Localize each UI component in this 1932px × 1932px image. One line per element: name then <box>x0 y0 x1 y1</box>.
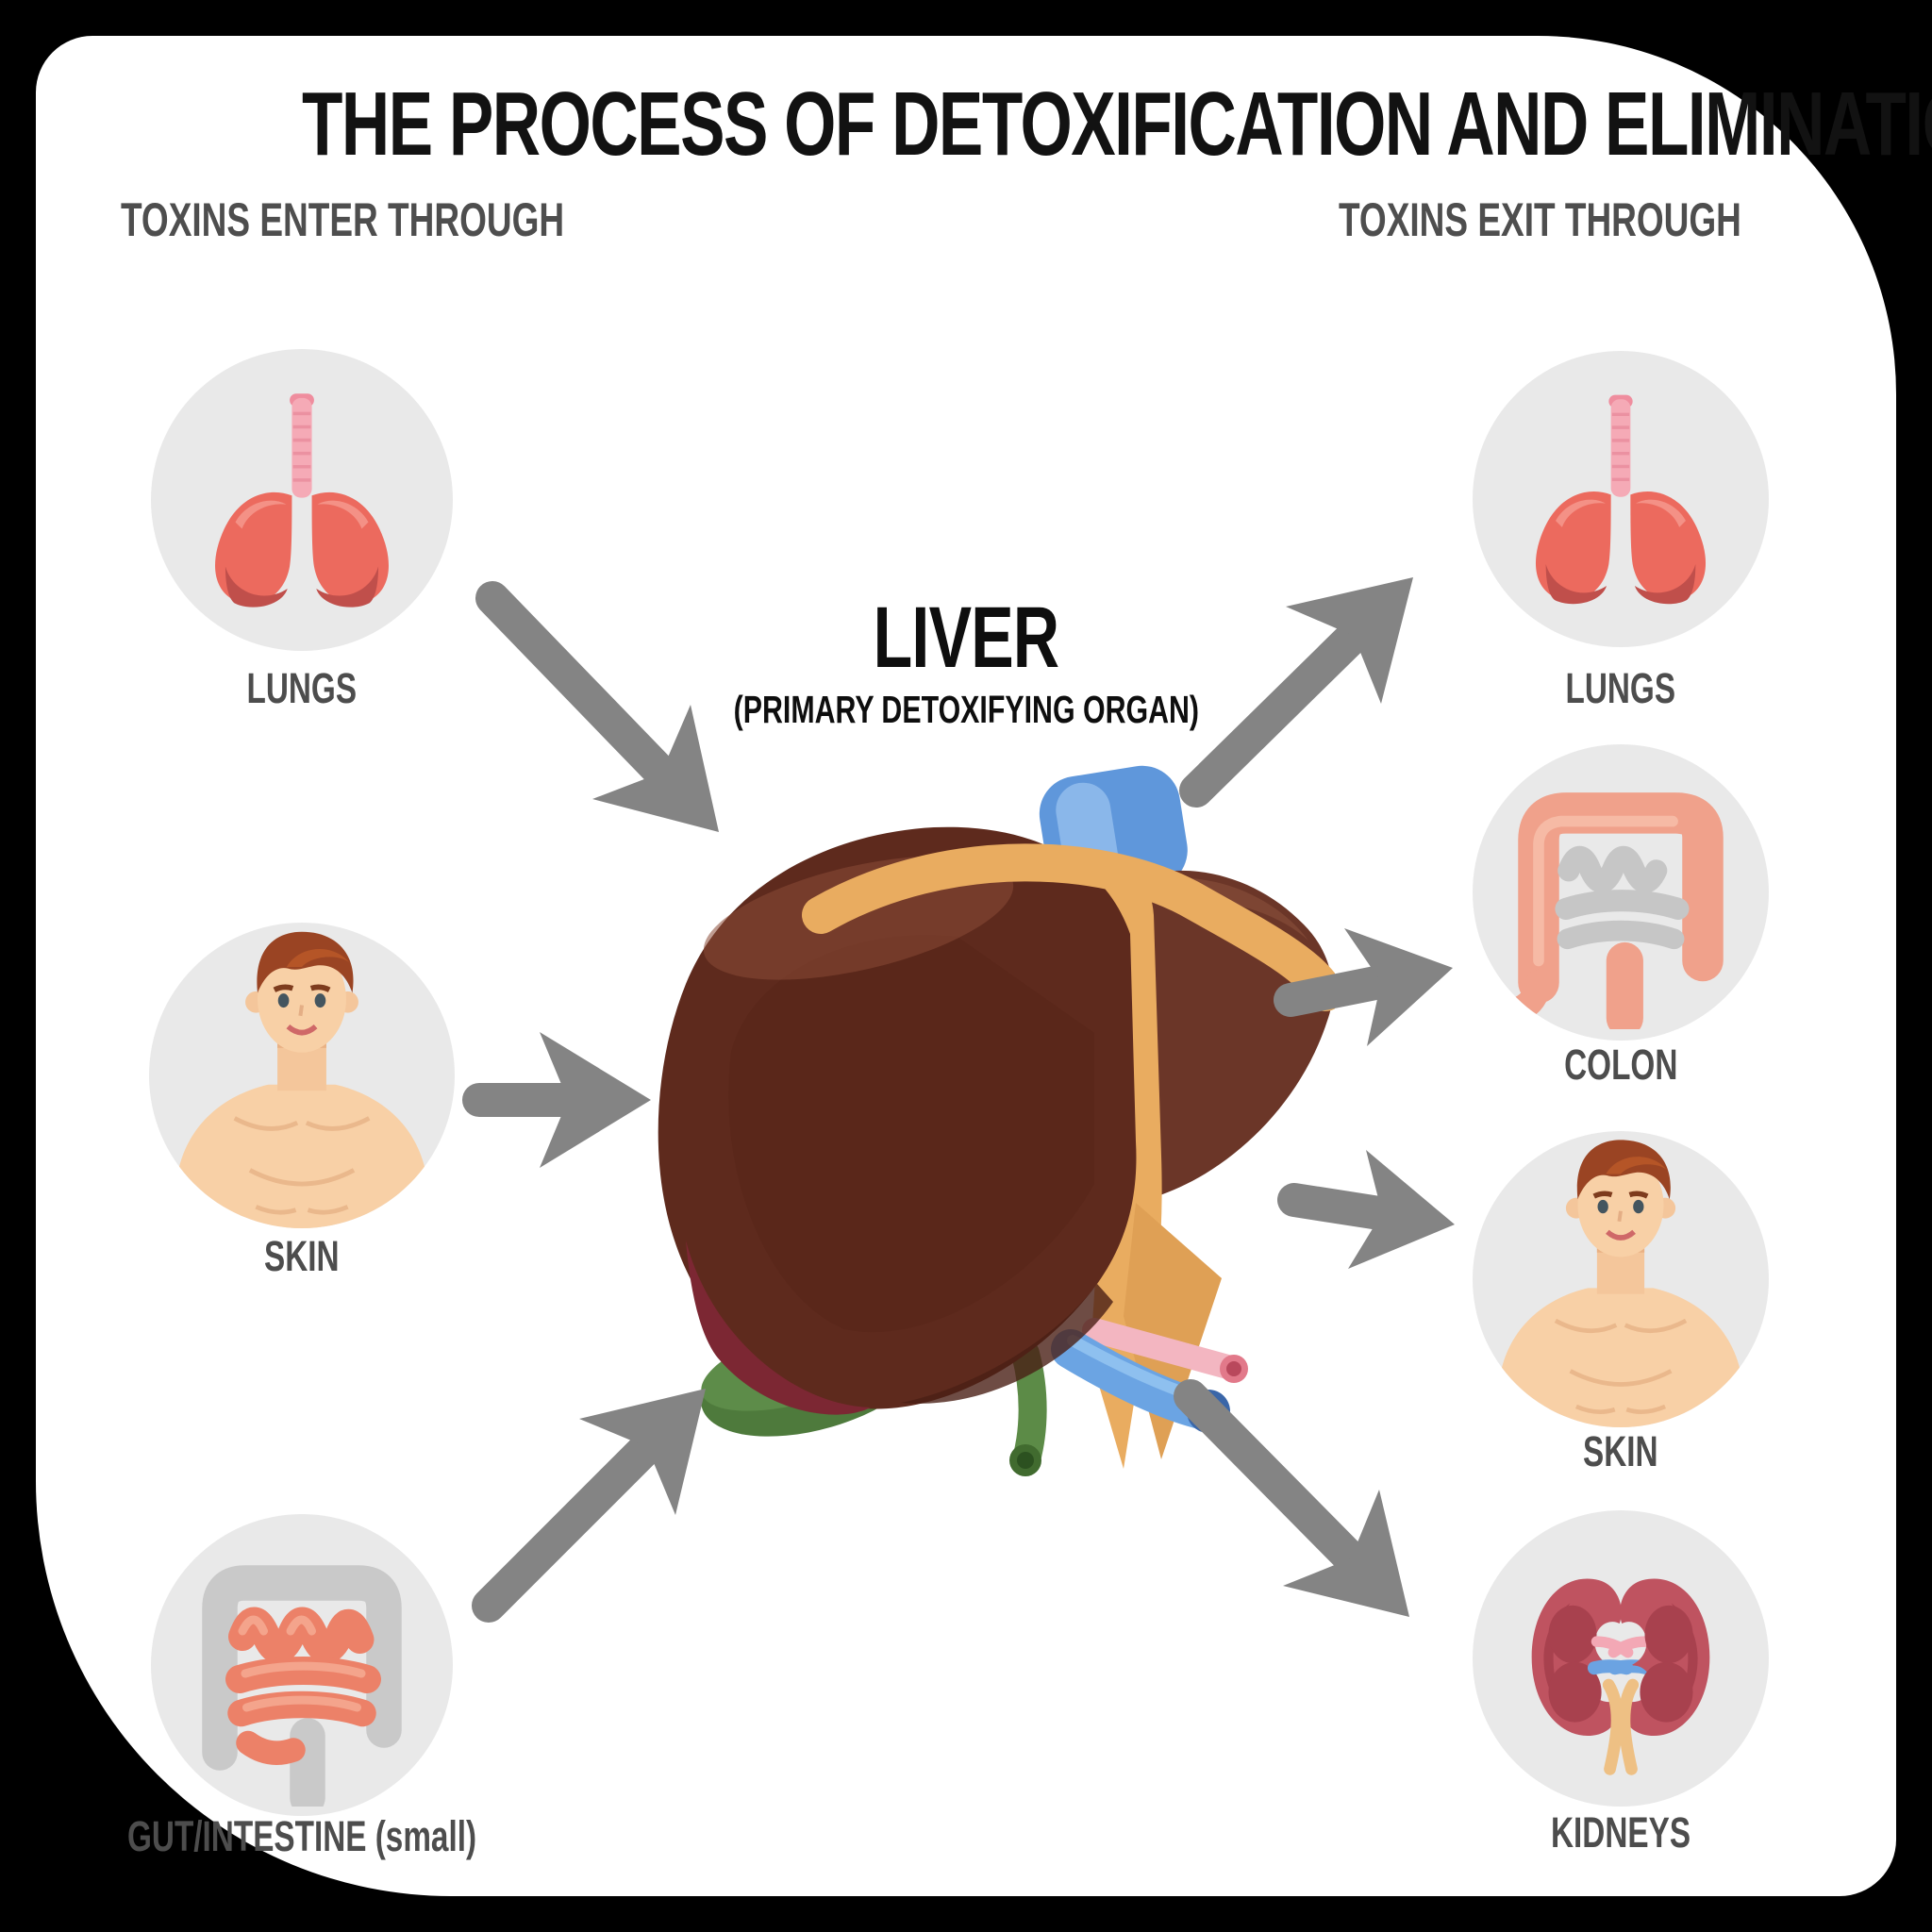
organ-circle-gut-left <box>151 1514 453 1816</box>
organ-label-lungs-right: LUNGS <box>1565 664 1676 712</box>
page-title-text: THE PROCESS OF DETOXIFICATION AND ELIMIN… <box>301 74 1932 175</box>
skin-icon <box>149 923 455 1228</box>
organ-circle-skin-right <box>1473 1131 1769 1427</box>
organ-label-gut-left: GUT/INTESTINE (small) <box>126 1812 477 1860</box>
organ-label-lungs-left: LUNGS <box>246 664 358 712</box>
liver-caption: LIVER (PRIMARY DETOXIFYING ORGAN) <box>589 594 1343 729</box>
toxins-exit-heading: TOXINS EXIT THROUGH <box>1339 193 1741 246</box>
skin-icon <box>1473 1131 1769 1427</box>
organ-circle-colon-right <box>1473 744 1769 1041</box>
page-title: THE PROCESS OF DETOXIFICATION AND ELIMIN… <box>0 79 1932 170</box>
toxins-enter-heading: TOXINS ENTER THROUGH <box>121 193 565 246</box>
small-intestine-icon <box>160 1524 443 1807</box>
liver-subtitle: (PRIMARY DETOXIFYING ORGAN) <box>733 688 1199 731</box>
organ-circle-skin-left <box>149 923 455 1228</box>
organ-label-skin-left: SKIN <box>264 1232 340 1280</box>
organ-circle-lungs-right <box>1473 351 1769 647</box>
kidneys-icon <box>1501 1539 1741 1779</box>
organ-label-kidneys-right: KIDNEYS <box>1550 1808 1691 1857</box>
organ-label-skin-right: SKIN <box>1583 1427 1658 1475</box>
organ-circle-lungs-left <box>151 349 453 651</box>
lungs-icon <box>213 391 391 609</box>
organ-circle-kidneys-right <box>1473 1510 1769 1807</box>
liver-title: LIVER <box>873 590 1060 686</box>
lungs-icon <box>1534 392 1707 606</box>
colon-icon <box>1484 756 1757 1029</box>
organ-label-colon-right: COLON <box>1563 1041 1678 1089</box>
